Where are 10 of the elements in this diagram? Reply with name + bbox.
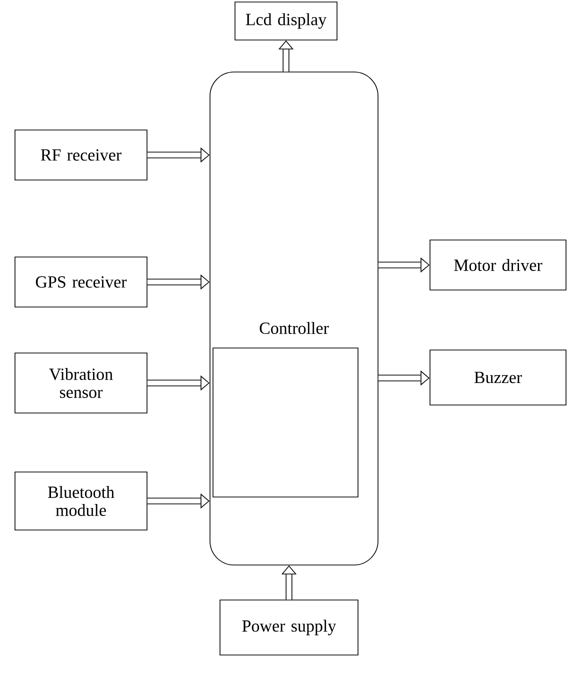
controller-box: Controller (210, 72, 378, 566)
block-box: RF receiver (14, 130, 148, 180)
block-box: Motor driver (430, 240, 566, 290)
chip-box (212, 348, 358, 498)
block-box: Vibration sensor (14, 352, 148, 414)
block-box: Bluetooth module (14, 472, 148, 530)
block-box: Buzzer (430, 350, 566, 406)
block-box: Power supply (220, 600, 358, 656)
block-box: Lcd display (234, 2, 338, 40)
block-box: GPS receiver (14, 256, 148, 308)
